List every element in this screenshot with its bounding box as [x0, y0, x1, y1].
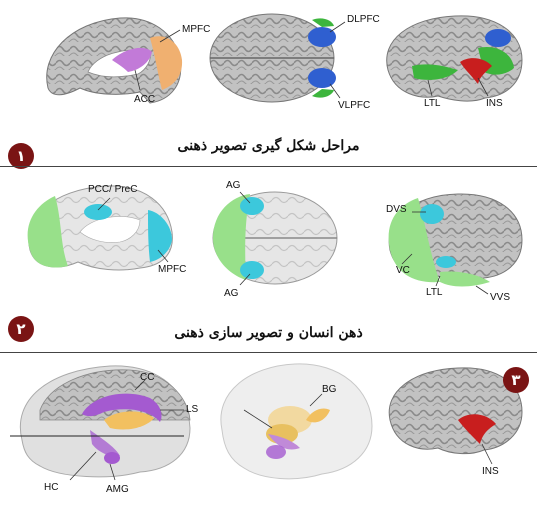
section-3-badge: ٣: [503, 367, 529, 393]
ag-top-region: [240, 197, 264, 215]
label-ag-top: AG: [226, 180, 240, 191]
section-2-caption: ذهن انسان و تصویر سازی ذهنی: [0, 325, 537, 341]
label-cc: CC: [140, 372, 154, 383]
brain-medial-1: [47, 18, 182, 103]
label-ltl: LTL: [424, 98, 441, 109]
divider-2: [0, 352, 537, 353]
label-amg: AMG: [106, 484, 129, 495]
brain-medial-2: [28, 186, 173, 270]
label-bg: BG: [322, 384, 336, 395]
label-dvs: DVS: [386, 204, 407, 215]
label-ins: INS: [486, 98, 503, 109]
label-ls: LS: [186, 404, 198, 415]
dlpfc-region: [308, 27, 336, 47]
dvs-region: [420, 204, 444, 224]
label-ins-3: INS: [482, 466, 499, 477]
label-vlpfc: VLPFC: [338, 100, 370, 111]
section-1-caption: مراحل شکل گیری تصویر ذهنی: [0, 138, 537, 154]
brain-glass: [221, 364, 372, 479]
pcc-region: [84, 204, 112, 220]
amg-region: [104, 452, 120, 464]
label-ag-bottom: AG: [224, 288, 238, 299]
label-pcc-prec: PCC/ PreC: [88, 184, 137, 195]
label-mpfc-2: MPFC: [158, 264, 186, 275]
vlpfc-region: [308, 68, 336, 88]
label-hc: HC: [44, 482, 58, 493]
brain-dorsal-1: [210, 14, 336, 102]
label-mpfc: MPFC: [182, 24, 210, 35]
label-dlpfc: DLPFC: [347, 14, 380, 25]
divider-1: [0, 166, 537, 167]
ag-bottom-region: [240, 261, 264, 279]
label-vc: VC: [396, 265, 410, 276]
label-ltl-2: LTL: [426, 287, 443, 298]
label-acc: ACC: [134, 94, 155, 105]
brain-limbic-1: [20, 366, 190, 477]
brain-lateral-1: [387, 16, 522, 101]
label-vvs: VVS: [490, 292, 510, 303]
brain-dorsal-2: [213, 192, 337, 284]
ltl-region-2: [436, 256, 456, 268]
